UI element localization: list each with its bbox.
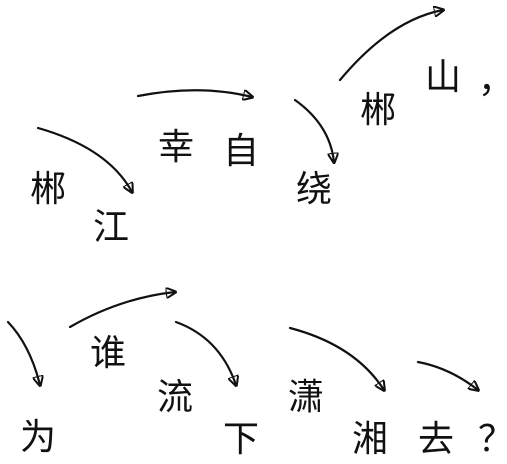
arrow-curve-6 — [68, 292, 175, 329]
arrow-curve-8 — [288, 326, 384, 390]
arrow-curve-1 — [36, 126, 132, 192]
char-1-7: 山 — [425, 57, 462, 98]
char-2-5: 潇 — [288, 377, 325, 418]
char-1-8: ， — [478, 63, 507, 99]
char-2-2: 谁 — [90, 333, 127, 374]
char-2-7: 去 — [418, 419, 455, 460]
char-1-2: 江 — [93, 207, 130, 248]
char-2-1: 为 — [20, 417, 57, 458]
arrow-curve-5 — [6, 320, 40, 385]
char-2-8: ？ — [478, 422, 507, 458]
arrow-curve-7 — [174, 320, 236, 385]
arrow-curve-9 — [416, 360, 478, 390]
char-2-6: 湘 — [352, 419, 389, 460]
char-2-3: 流 — [157, 377, 194, 418]
char-1-5: 绕 — [296, 169, 333, 210]
char-1-4: 自 — [223, 131, 260, 172]
arrow-curve-4 — [338, 10, 443, 82]
char-1-6: 郴 — [360, 90, 397, 131]
char-1-1: 郴 — [30, 169, 67, 210]
arrow-curve-2 — [136, 89, 252, 97]
char-1-3: 幸 — [158, 127, 195, 168]
char-2-4: 下 — [223, 419, 260, 460]
arrow-curve-3 — [293, 98, 334, 162]
